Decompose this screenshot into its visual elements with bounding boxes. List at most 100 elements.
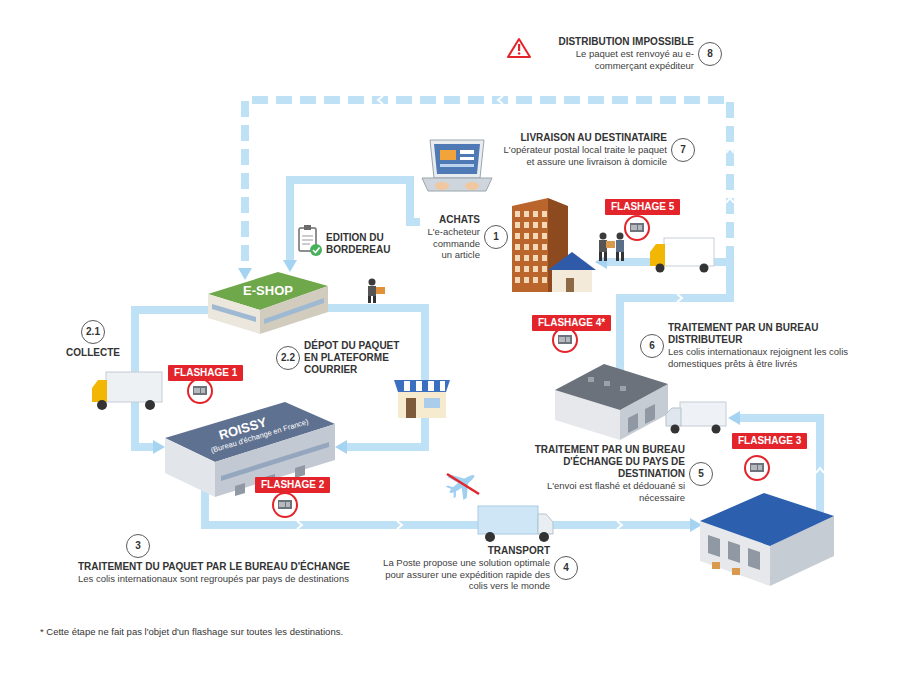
- step-heading: DÉPOT DU PAQUET EN PLATEFORME COURRIER: [304, 340, 412, 376]
- transport-truck: [478, 506, 553, 542]
- laptop-icon: [440, 150, 456, 160]
- step-number: 5: [689, 462, 713, 486]
- delivery-people: [616, 252, 619, 261]
- post-office: [398, 390, 446, 418]
- post-office: [404, 381, 410, 391]
- collection-truck: [106, 372, 162, 402]
- post-office: [440, 381, 445, 391]
- flow-line: [607, 262, 730, 374]
- step-text: TRAITEMENT DU PAQUET PAR LE BUREAU D'ÉCH…: [78, 561, 350, 585]
- tag-text: FLASHAGE 4*: [532, 315, 611, 331]
- flow-arrowhead: [728, 411, 740, 425]
- tag-text: FLASHAGE 2: [255, 477, 330, 493]
- building-drawing: [208, 272, 328, 334]
- step-callout: ACHATSL'e-acheteur commande un article1: [420, 214, 508, 261]
- step-description: Les colis internationaux sont regroupés …: [78, 573, 350, 585]
- step-description: L'envoi est flashé et dédouané si nécess…: [500, 480, 685, 503]
- tag-text: FLASHAGE 3: [732, 433, 807, 449]
- step-text: TRANSPORTLa Poste propose une solution o…: [370, 545, 550, 592]
- house: [548, 252, 596, 292]
- flow-line: [245, 100, 730, 268]
- post-office: [394, 380, 450, 392]
- building-face: [264, 298, 324, 324]
- step-heading: LIVRAISON AU DESTINATAIRE: [497, 132, 667, 144]
- step-number: 1: [484, 225, 508, 249]
- building-face: [235, 483, 245, 496]
- courier-person: [368, 279, 385, 304]
- step-heading: TRAITEMENT PAR UN BUREAU DISTRIBUTEUR: [668, 322, 858, 346]
- clipboard-icon: [304, 225, 311, 230]
- laptop-icon: [460, 150, 474, 154]
- flashage-tag: FLASHAGE 2: [255, 474, 330, 493]
- apartment-building: [512, 198, 548, 292]
- courier-person: [369, 279, 376, 286]
- distribution-office: [555, 364, 668, 440]
- building-name: E-SHOP: [243, 284, 293, 298]
- post-office: [428, 381, 434, 391]
- laptop-icon: [434, 144, 480, 174]
- step-heading: DISTRIBUTION IMPOSSIBLE: [529, 36, 694, 48]
- step-number: 8: [698, 42, 722, 66]
- step-description: Les colis internationaux rejoignent les …: [668, 346, 858, 369]
- scan-icon: [193, 386, 207, 395]
- transport-truck: [478, 506, 538, 534]
- post-office: [394, 380, 450, 418]
- flashage-tag: FLASHAGE 5: [605, 196, 680, 215]
- collection-truck: [92, 380, 107, 402]
- destination-exchange-warehouse: [732, 568, 740, 575]
- house: [548, 252, 596, 270]
- step-number: 2.2: [276, 346, 300, 370]
- flow-connector: [290, 180, 420, 260]
- destination-exchange-warehouse: [728, 541, 740, 563]
- step-heading: TRAITEMENT PAR UN BUREAU D'ÉCHANGE DU PA…: [500, 444, 685, 480]
- collection-truck: [92, 372, 162, 410]
- laptop-icon: [422, 140, 492, 191]
- laptop-icon: [440, 164, 474, 167]
- airplane: [442, 464, 483, 504]
- house: [552, 268, 592, 292]
- step-heading: COLLECTE: [66, 347, 120, 359]
- collection-truck: [97, 400, 107, 410]
- flow-connector: [328, 308, 425, 447]
- distribution-office: [628, 413, 638, 433]
- scan-icon: [553, 328, 577, 352]
- warning-icon: [508, 39, 530, 57]
- scan-icon: [752, 465, 761, 470]
- clipboard-icon: [313, 248, 320, 253]
- step-callout: TRANSPORTLa Poste propose une solution o…: [370, 545, 578, 592]
- flow-chevron: [677, 294, 682, 302]
- step-text: DÉPOT DU PAQUET EN PLATEFORME COURRIER: [304, 340, 412, 376]
- delivery-people: [600, 233, 607, 240]
- tag-text: FLASHAGE 1: [168, 365, 243, 381]
- delivery-people: [599, 252, 602, 261]
- laptop-icon: [430, 140, 484, 178]
- step-number: 3: [126, 534, 150, 558]
- tag-text: FLASHAGE 5: [605, 199, 680, 215]
- laptop-icon: [422, 178, 492, 191]
- flow-chevron: [498, 96, 503, 104]
- delivery-van: [656, 264, 665, 273]
- step-number: 2.1: [81, 320, 105, 344]
- post-office: [424, 398, 440, 408]
- scan-icon: [273, 493, 297, 517]
- scan-icon: [553, 328, 577, 352]
- delivery-people: [606, 241, 615, 248]
- step-callout: TRAITEMENT PAR UN BUREAU D'ÉCHANGE DU PA…: [500, 444, 713, 503]
- step-text: TRAITEMENT PAR UN BUREAU D'ÉCHANGE DU PA…: [500, 444, 685, 503]
- delivery-people: [621, 252, 624, 261]
- transport-truck: [538, 514, 553, 534]
- step-heading: TRANSPORT: [370, 545, 550, 557]
- step-text: ACHATSL'e-acheteur commande un article: [420, 214, 480, 261]
- distribution-office: [620, 386, 626, 391]
- delivery-people: [617, 233, 624, 240]
- delivery-people: [604, 252, 607, 261]
- step-description: La Poste propose une solution optimale p…: [370, 557, 550, 592]
- flow-chevron: [297, 521, 302, 529]
- step-callout: DISTRIBUTION IMPOSSIBLELe paquet est ren…: [529, 36, 722, 71]
- building-sign: E-SHOP: [243, 284, 293, 298]
- step-text: TRAITEMENT PAR UN BUREAU DISTRIBUTEURLes…: [668, 322, 858, 369]
- step-text: COLLECTE: [66, 347, 120, 359]
- scan-icon: [750, 463, 764, 472]
- distribution-truck: [666, 402, 726, 434]
- step-description: Le paquet est renvoyé au e-commerçant ex…: [529, 48, 694, 71]
